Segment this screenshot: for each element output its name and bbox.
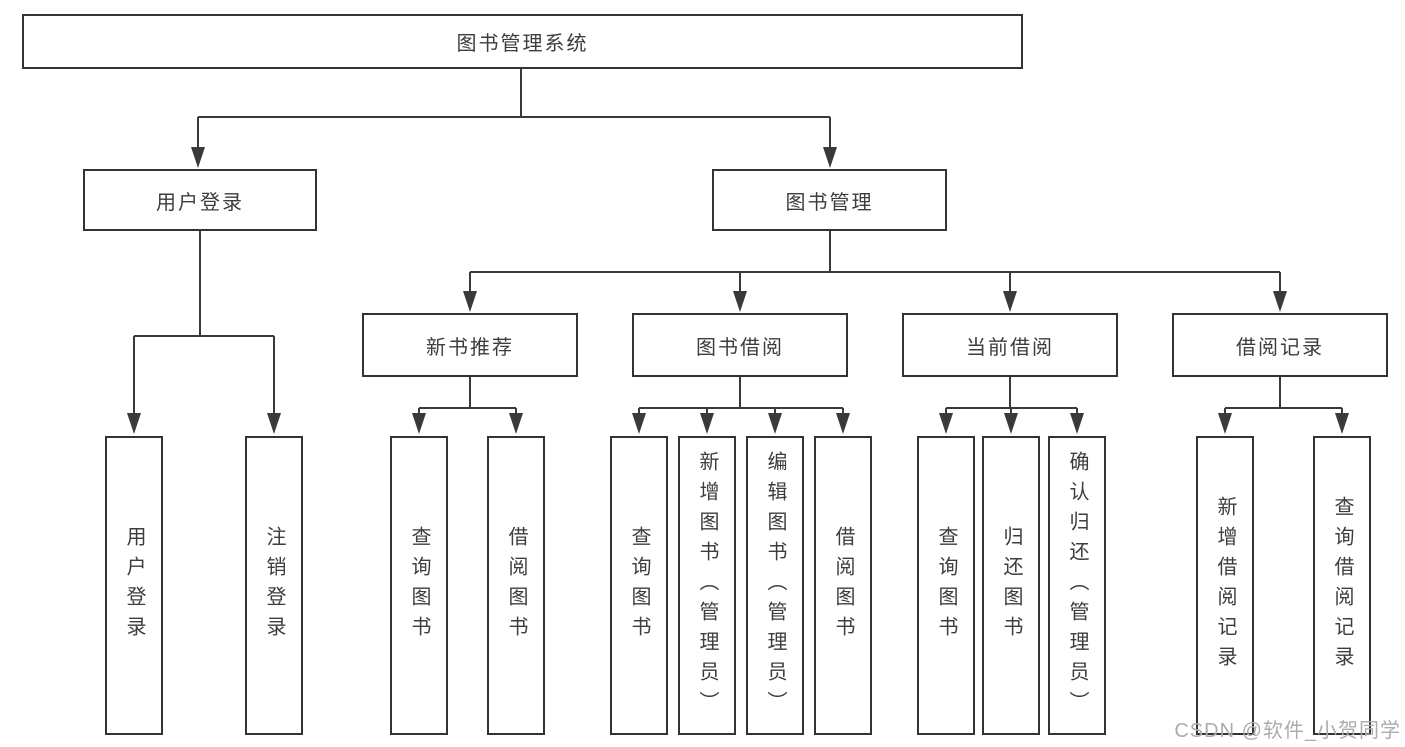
connector-current-borrowing <box>945 377 1078 418</box>
leaf-label: 查询图书 <box>935 525 957 646</box>
leaf-user-login: 用户登录 <box>105 436 163 735</box>
node-new-book-recommendation: 新书推荐 <box>362 313 578 377</box>
arrowhead-down-icon <box>768 413 782 434</box>
leaf-logout-login-label: 注销登录 <box>263 525 285 646</box>
leaf-edit-books-admin: 编辑图书（管理员） <box>746 436 804 735</box>
leaf-confirm-return-admin: 确认归还（管理员） <box>1048 436 1106 735</box>
arrowhead-down-icon <box>412 413 426 434</box>
leaf-label: 新增借阅记录 <box>1214 495 1236 676</box>
arrowhead-down-icon <box>509 413 523 434</box>
node-book-borrowing: 图书借阅 <box>632 313 848 377</box>
node-user-login: 用户登录 <box>83 169 317 231</box>
leaf-label: 编辑图书（管理员） <box>764 450 786 721</box>
arrowhead-down-icon <box>1218 413 1232 434</box>
arrowheads <box>127 147 1349 434</box>
arrowhead-down-icon <box>463 291 477 312</box>
arrowhead-down-icon <box>267 413 281 434</box>
connector-user-login <box>133 231 275 418</box>
connector-book-management <box>469 231 1281 295</box>
leaf-borrow-books-borrowing: 借阅图书 <box>814 436 872 735</box>
leaf-label: 借阅图书 <box>505 525 527 646</box>
arrowhead-down-icon <box>1335 413 1349 434</box>
arrowhead-down-icon <box>700 413 714 434</box>
arrowhead-down-icon <box>1004 413 1018 434</box>
leaf-query-books-current: 查询图书 <box>917 436 975 735</box>
leaf-add-books-admin: 新增图书（管理员） <box>678 436 736 735</box>
leaf-label: 确认归还（管理员） <box>1066 450 1088 721</box>
arrowhead-down-icon <box>836 413 850 434</box>
connector-new-book-recommendation <box>418 377 517 418</box>
leaf-label: 查询图书 <box>628 525 650 646</box>
leaf-label: 借阅图书 <box>832 525 854 646</box>
connector-root <box>197 69 831 150</box>
leaf-logout-login: 注销登录 <box>245 436 303 735</box>
leaf-add-borrow-record: 新增借阅记录 <box>1196 436 1254 735</box>
connector-borrowing-records <box>1224 377 1343 418</box>
leaf-label: 归还图书 <box>1000 525 1022 646</box>
arrowhead-down-icon <box>632 413 646 434</box>
leaf-borrow-books-recommendation: 借阅图书 <box>487 436 545 735</box>
arrowhead-down-icon <box>1070 413 1084 434</box>
arrowhead-down-icon <box>127 413 141 434</box>
node-book-management: 图书管理 <box>712 169 947 231</box>
arrowhead-down-icon <box>1003 291 1017 312</box>
leaf-label: 新增图书（管理员） <box>696 450 718 721</box>
arrowhead-down-icon <box>733 291 747 312</box>
leaf-query-borrow-record: 查询借阅记录 <box>1313 436 1371 735</box>
arrowhead-down-icon <box>939 413 953 434</box>
connector-book-borrowing <box>638 377 844 418</box>
leaf-query-books-borrowing: 查询图书 <box>610 436 668 735</box>
arrowhead-down-icon <box>1273 291 1287 312</box>
leaf-return-books: 归还图书 <box>982 436 1040 735</box>
arrowhead-down-icon <box>191 147 205 168</box>
leaf-label: 查询图书 <box>408 525 430 646</box>
leaf-user-login-label: 用户登录 <box>123 525 145 646</box>
arrowhead-down-icon <box>823 147 837 168</box>
node-current-borrowing: 当前借阅 <box>902 313 1118 377</box>
leaf-query-books-recommendation: 查询图书 <box>390 436 448 735</box>
node-borrowing-records: 借阅记录 <box>1172 313 1388 377</box>
leaf-label: 查询借阅记录 <box>1331 495 1353 676</box>
node-root: 图书管理系统 <box>22 14 1023 69</box>
